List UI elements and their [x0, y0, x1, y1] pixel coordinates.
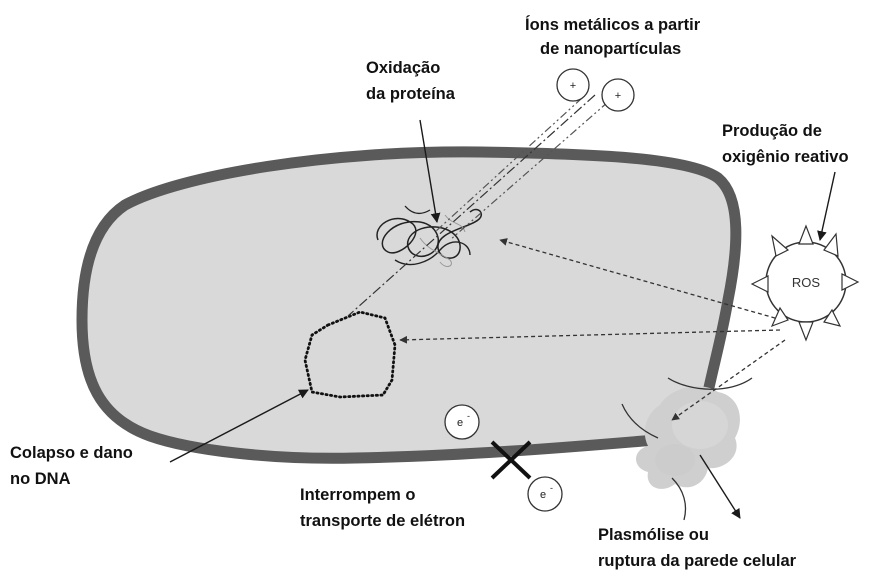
metal-ions: + + — [557, 69, 634, 111]
electron-1: e - — [445, 405, 479, 439]
label-ros-production-2: oxigênio reativo — [722, 148, 849, 166]
label-plasmolysis-1: Plasmólise ou — [598, 526, 709, 544]
label-electron-transport-2: transporte de elétron — [300, 512, 465, 530]
label-protein-oxidation-2: da proteína — [366, 85, 456, 103]
label-metal-ions-2: de nanopartículas — [540, 40, 681, 58]
electron-sup-1: - — [467, 411, 470, 421]
label-ros-production-1: Produção de — [722, 122, 822, 140]
electron-label-1: e — [457, 417, 463, 429]
label-dna-damage-1: Colapso e dano — [10, 444, 133, 462]
label-metal-ions-1: Íons metálicos a partir — [525, 15, 701, 34]
label-dna-damage-2: no DNA — [10, 470, 71, 488]
bacterial-cell — [82, 152, 736, 458]
electron-label-2: e — [540, 489, 546, 501]
electron-2: e - — [528, 477, 562, 511]
ion-plus-1: + — [570, 80, 576, 92]
ros-symbol: ROS — [752, 226, 858, 340]
ion-plus-2: + — [615, 90, 621, 102]
label-plasmolysis-2: ruptura da parede celular — [598, 552, 797, 570]
arrow-ros-production — [820, 172, 835, 240]
label-protein-oxidation-1: Oxidação — [366, 59, 440, 77]
electron-sup-2: - — [550, 483, 553, 493]
ros-label: ROS — [792, 275, 821, 290]
label-electron-transport-1: Interrompem o — [300, 486, 416, 504]
